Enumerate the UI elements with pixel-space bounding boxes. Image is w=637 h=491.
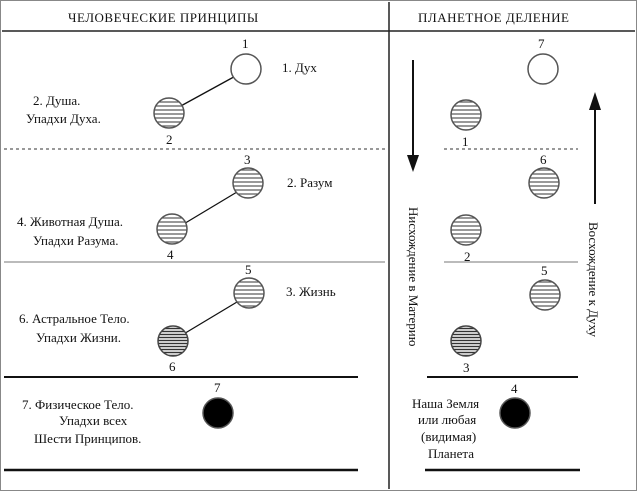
astral-body-label-line1: 6. Астральное Тело. <box>19 311 130 326</box>
globe-6-number: 6 <box>540 152 547 167</box>
life-circle <box>233 277 265 309</box>
globe-1-number: 1 <box>462 134 469 149</box>
animal-soul-circle <box>156 213 188 245</box>
animal-soul-label-line1: 4. Животная Душа. <box>17 214 123 229</box>
globe-2-number: 2 <box>464 249 471 264</box>
globe-2-circle <box>450 214 482 246</box>
globe-7-number: 7 <box>538 36 545 51</box>
soul-label-line2: Упадхи Духа. <box>26 111 101 126</box>
globe-4-number: 4 <box>511 381 518 396</box>
spirit-number: 1 <box>242 36 249 51</box>
astral-body-circle <box>157 325 189 357</box>
mind-circle <box>232 167 264 199</box>
life-number: 5 <box>245 262 252 277</box>
animal-soul-label-line2: Упадхи Разума. <box>33 233 118 248</box>
ascent-arrow-icon <box>589 92 601 110</box>
astral-body-label-line2: Упадхи Жизни. <box>36 330 121 345</box>
soul-circle <box>153 97 185 129</box>
earth-label-line1: Наша Земля <box>412 396 479 411</box>
soul-number: 2 <box>166 132 173 147</box>
spirit-circle <box>230 53 262 85</box>
physical-body-label-line3: Шести Принципов. <box>34 431 141 446</box>
mind-number: 3 <box>244 152 251 167</box>
globe-6-circle <box>528 167 560 199</box>
left-header: ЧЕЛОВЕЧЕСКИЕ ПРИНЦИПЫ <box>68 10 259 25</box>
globe-5-circle <box>529 279 561 311</box>
spirit-label: 1. Дух <box>282 60 317 75</box>
earth-label-line2: или любая <box>418 412 476 427</box>
physical-body-label-line2: Упадхи всех <box>59 413 128 428</box>
soul-label-line1: 2. Душа. <box>33 93 80 108</box>
physical-body-number: 7 <box>214 380 221 395</box>
life-label: 3. Жизнь <box>286 284 336 299</box>
physical-body-label-line1: 7. Физическое Тело. <box>22 397 134 412</box>
astral-body-number: 6 <box>169 359 176 374</box>
descent-label: Нисхождение в Материю <box>406 207 421 347</box>
physical-body-circle <box>202 397 234 429</box>
globe-3-circle <box>450 325 482 357</box>
ascent-label: Восхождение к Духу <box>586 222 601 338</box>
globe-7-circle <box>527 53 559 85</box>
globe-1-circle <box>450 99 482 131</box>
right-header: ПЛАНЕТНОЕ ДЕЛЕНИЕ <box>418 10 569 25</box>
globe-3-number: 3 <box>463 360 470 375</box>
descent-arrow-icon <box>407 155 419 172</box>
globe-4-circle <box>499 397 531 429</box>
globe-5-number: 5 <box>541 263 548 278</box>
earth-label-line3: (видимая) <box>421 429 476 444</box>
mind-label: 2. Разум <box>287 175 332 190</box>
animal-soul-number: 4 <box>167 247 174 262</box>
earth-label-line4: Планета <box>428 446 474 461</box>
